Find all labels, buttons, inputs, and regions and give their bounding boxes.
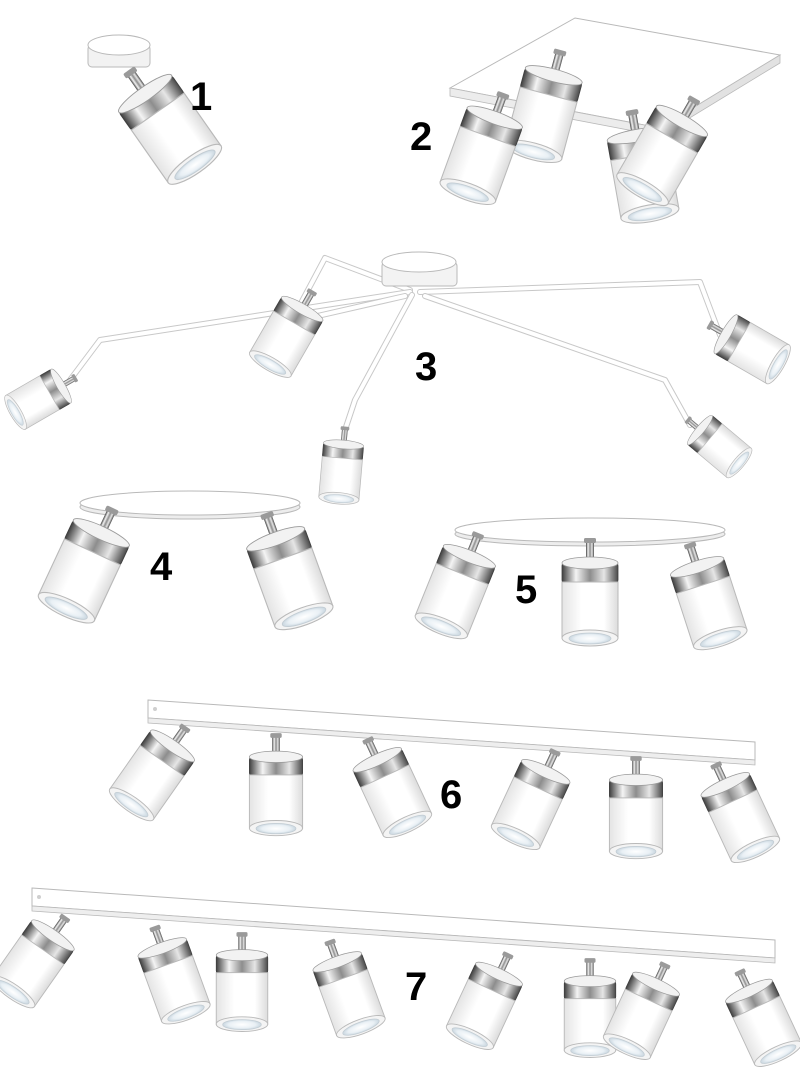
spotlight [670,541,748,651]
spotlight [352,736,433,839]
product-number-label: 6 [440,773,462,817]
spotlight [700,761,781,864]
product-number-label: 1 [190,75,212,119]
spotlight [602,961,680,1060]
spotlight [37,505,130,624]
spotlight [439,91,523,206]
spotlight [137,924,211,1025]
spotlight [108,723,195,822]
canopy-round [87,34,151,68]
spotlight [684,414,753,479]
spotlight [445,951,523,1050]
spotlight [318,426,364,505]
spotlight [563,958,617,1058]
spotlights-layer [0,48,800,1067]
track-bar [147,699,756,766]
oval-plate [79,490,301,520]
spotlight [414,531,496,640]
spotlight [608,756,664,860]
spotlight [561,538,619,647]
spotlight [616,95,709,207]
product-number-label: 3 [415,345,437,389]
spotlight [249,288,324,378]
spotlight [4,368,78,430]
mounts-layer [31,17,782,964]
spotlight [118,66,223,185]
spotlight [246,511,334,631]
product-number-label: 2 [410,115,432,159]
track-bar [31,887,776,964]
product-number-label: 5 [515,568,537,612]
spotlight [215,932,269,1032]
spotlight [490,748,571,851]
spotlight [312,938,386,1039]
spotlight [725,968,800,1067]
spotlight [0,913,75,1009]
product-number-label: 4 [150,545,173,589]
spider-canopy [67,251,723,433]
oval-plate [454,517,726,547]
labels-layer: 1 2 3 4 5 6 7 [150,75,537,1009]
spotlight [504,48,583,164]
spotlight [706,314,791,385]
spotlight [248,733,304,837]
product-number-label: 7 [405,965,427,1009]
